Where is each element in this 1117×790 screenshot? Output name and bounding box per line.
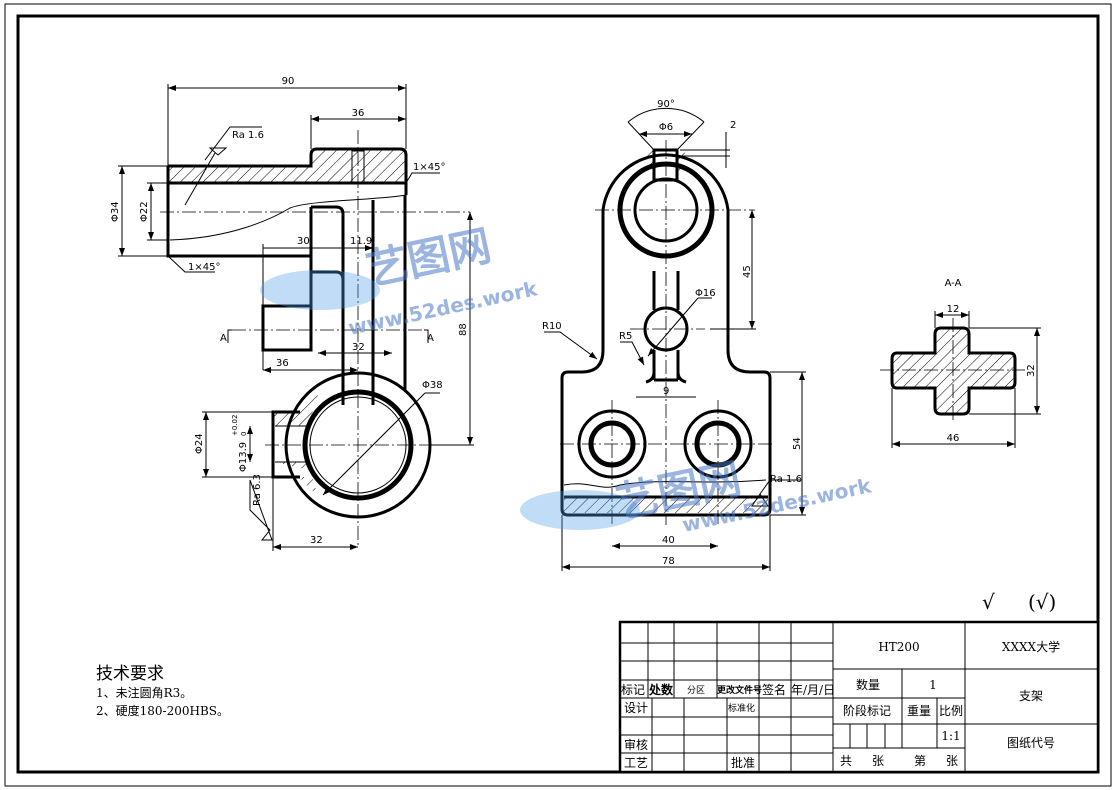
tb-header-sign: 签名 <box>762 682 786 697</box>
tb-header-change-doc: 更改文件号 <box>717 684 762 696</box>
dim-78: 78 <box>662 556 675 567</box>
tb-stage-label: 阶段标记 <box>843 703 891 718</box>
dim-88: 88 <box>458 323 469 336</box>
dim-12: 12 <box>947 304 960 315</box>
general-roughness-symbol: √ (√) <box>982 590 1056 614</box>
check-symbol-bracketed: (√) <box>1028 590 1056 614</box>
front-view-dimensions: 90 36 Ra 1.6 1×45° 1×45° Φ34 Φ22 30 11.9… <box>110 76 469 546</box>
roughness-ra16-side: Ra 1.6 <box>770 474 802 485</box>
tech-req-title: 技术要求 <box>96 664 164 684</box>
dim-30: 30 <box>297 236 310 247</box>
outer-border <box>4 3 1112 787</box>
side-view <box>544 108 806 571</box>
dim-2: 2 <box>730 120 736 131</box>
dim-phi6: Φ6 <box>659 122 673 133</box>
title-block: 标记 处数 分区 更改文件号 签名 年/月/日 设计 标准化 审核 工艺 批准 … <box>618 620 1100 774</box>
tb-sheets-unit-2: 张 <box>946 754 958 768</box>
tb-scale: 1:1 <box>941 729 960 743</box>
dim-90deg: 90° <box>657 99 675 110</box>
tb-header-count: 处数 <box>648 682 674 697</box>
dim-phi13-9: Φ13.9 <box>238 442 249 472</box>
section-title: A-A <box>945 278 962 289</box>
dim-phi24: Φ24 <box>194 433 205 454</box>
tech-req-item-2: 2、硬度180-200HBS。 <box>96 703 229 718</box>
tolerance-upper: +0.02 <box>231 415 239 436</box>
tech-req-item-1: 1、未注圆角R3。 <box>96 685 192 700</box>
dim-r5: R5 <box>619 331 632 342</box>
dim-11-9: 11.9 <box>350 236 372 247</box>
tb-header-mark: 标记 <box>621 683 645 697</box>
dim-40: 40 <box>662 535 675 546</box>
tb-header-zone: 分区 <box>687 685 705 696</box>
tb-standardization: 标准化 <box>728 702 755 714</box>
side-view-dimensions: 90° Φ6 2 45 Φ16 R10 R5 9 54 Ra 1.6 40 78 <box>542 99 803 567</box>
dim-32-bottom: 32 <box>310 535 323 546</box>
tolerance-lower: 0 <box>240 432 248 436</box>
section-mark-a-right: A <box>427 333 434 344</box>
technical-requirements: 技术要求 1、未注圆角R3。 2、硬度180-200HBS。 <box>96 664 229 718</box>
tb-sheets-total: 共 <box>840 754 852 768</box>
dim-9: 9 <box>663 386 669 397</box>
tb-approve: 批准 <box>731 755 755 770</box>
section-a-a: A-A 12 32 46 <box>880 278 1041 448</box>
front-view <box>118 84 474 551</box>
tb-sheets-unit-1: 张 <box>872 754 884 768</box>
tb-quantity: 1 <box>929 678 937 692</box>
chamfer-bottom: 1×45° <box>188 262 220 273</box>
tb-part-name: 支架 <box>1019 689 1043 703</box>
section-mark-a-left: A <box>220 333 227 344</box>
dim-36-mid: 36 <box>276 358 289 369</box>
tb-process: 工艺 <box>624 756 648 770</box>
dim-90: 90 <box>282 76 295 87</box>
watermark-brand: 艺图网 <box>362 221 495 295</box>
dim-45: 45 <box>742 265 753 278</box>
chamfer-top: 1×45° <box>413 162 445 173</box>
dim-phi16: Φ16 <box>695 288 716 299</box>
dim-phi38: Φ38 <box>422 380 443 391</box>
tb-material: HT200 <box>878 640 919 654</box>
tb-review: 审核 <box>624 737 648 752</box>
tb-quantity-label: 数量 <box>856 677 880 692</box>
tb-school: XXXX大学 <box>1002 639 1060 654</box>
dim-54: 54 <box>792 437 803 450</box>
check-symbol: √ <box>982 590 995 614</box>
dim-phi34: Φ34 <box>110 201 121 222</box>
roughness-ra63: Ra 6.3 <box>252 474 263 506</box>
dim-phi22: Φ22 <box>139 201 150 222</box>
tb-weight-label: 重量 <box>907 704 931 718</box>
drawing-frame <box>16 14 1100 774</box>
tb-design: 设计 <box>624 701 648 715</box>
dim-46: 46 <box>947 433 960 444</box>
dim-32-section: 32 <box>1026 364 1037 377</box>
tb-scale-label: 比例 <box>939 704 963 718</box>
tb-sheet-no: 第 <box>914 754 926 768</box>
tb-drawing-no-label: 图纸代号 <box>1007 736 1055 750</box>
roughness-ra16: Ra 1.6 <box>232 130 264 141</box>
dim-36-top: 36 <box>352 108 365 119</box>
dim-32-mid: 32 <box>352 342 365 353</box>
tb-header-date: 年/月/日 <box>791 683 835 697</box>
watermark: 艺图网 www.52des.work 艺图网 www.52des.work <box>260 221 874 537</box>
dim-r10: R10 <box>542 321 562 332</box>
